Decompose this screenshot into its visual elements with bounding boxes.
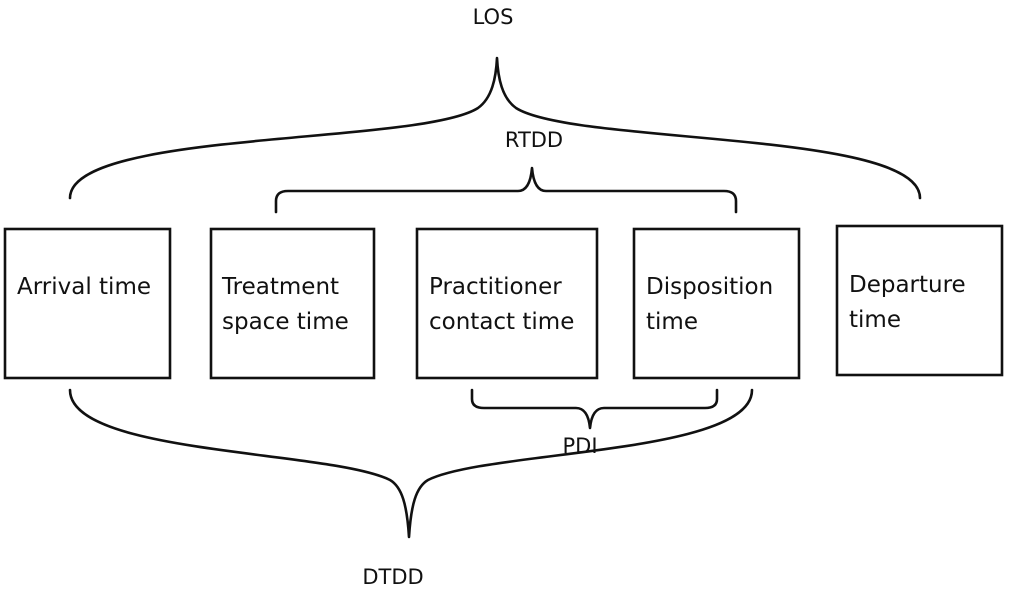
box-departure-line-2: time — [849, 307, 901, 333]
svg-text:Disposition time: Disposition time — [646, 274, 781, 335]
rtdd-label: RTDD — [505, 128, 563, 152]
box-disposition-line-1: Disposition — [646, 274, 773, 300]
box-treatment-line-1: Treatment — [221, 274, 339, 300]
dtdd-brace-icon — [68, 388, 754, 539]
los-brace-icon — [68, 56, 922, 200]
rtdd-brace-icon — [274, 166, 738, 214]
svg-text:Departure time: Departure time — [849, 272, 973, 333]
los-bracket: LOS — [68, 5, 922, 200]
box-practitioner-line-1: Practitioner — [429, 274, 562, 300]
box-disposition-line-2: time — [646, 309, 698, 335]
pdi-bracket: PDI — [470, 388, 719, 458]
svg-text:Practitioner contact tim: Practitioner contact time — [429, 274, 574, 335]
svg-text:Arrival time: Arrival time — [17, 274, 151, 300]
box-departure: Departure time — [835, 224, 1004, 377]
box-arrival-line-1: Arrival time — [17, 274, 151, 300]
rtdd-bracket: RTDD — [274, 128, 738, 214]
box-arrival: Arrival time — [3, 227, 172, 380]
box-departure-line-1: Departure — [849, 272, 966, 298]
box-practitioner-contact: Practitioner contact time — [415, 227, 599, 380]
pdi-brace-icon — [470, 388, 719, 430]
dtdd-bracket: DTDD — [68, 388, 754, 589]
los-label: LOS — [473, 5, 514, 29]
box-disposition: Disposition time — [632, 227, 801, 380]
box-treatment-line-2: space time — [222, 309, 349, 335]
box-practitioner-line-2: contact time — [429, 309, 574, 335]
box-treatment-space: Treatment space time — [209, 227, 376, 380]
dtdd-label: DTDD — [362, 565, 423, 589]
svg-text:Treatment space time: Treatment space time — [221, 274, 349, 335]
